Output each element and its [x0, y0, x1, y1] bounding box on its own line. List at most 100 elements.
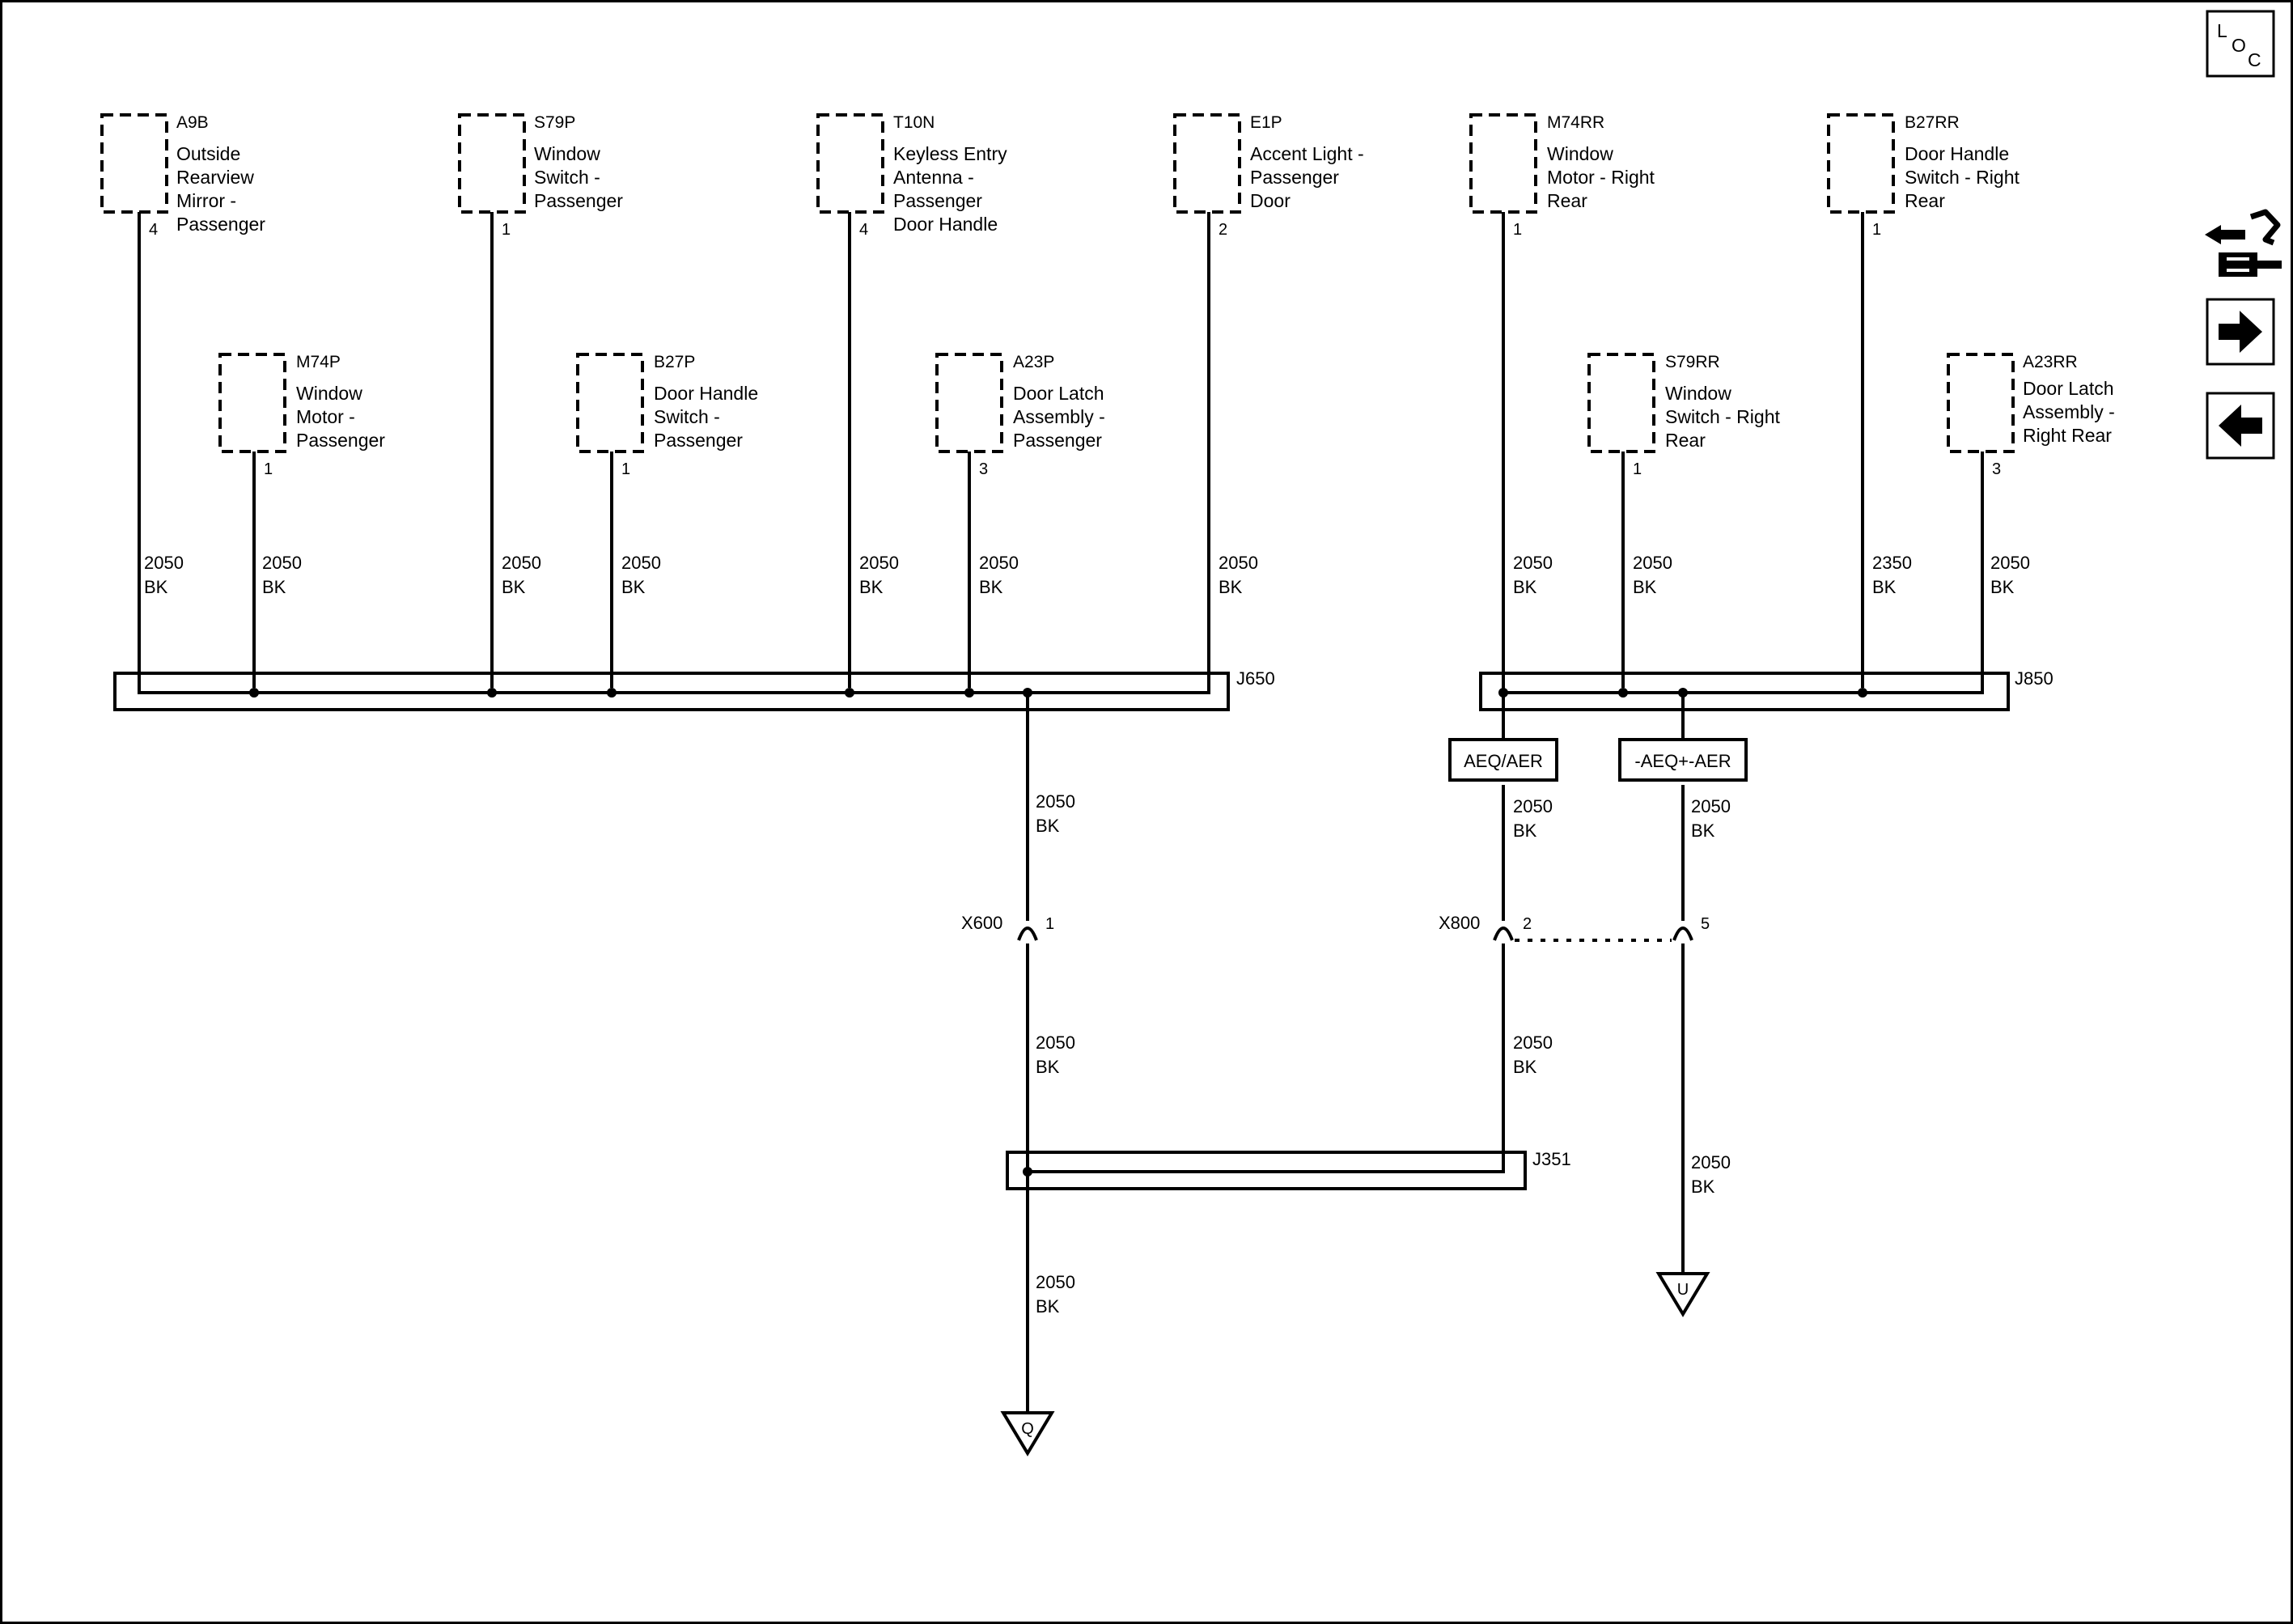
splice-dot: [1023, 688, 1032, 698]
wire-segments: [138, 212, 1984, 1424]
wire-color: BK: [502, 577, 526, 597]
splice-j650[interactable]: J650: [113, 668, 1275, 711]
wire-color: BK: [1219, 577, 1243, 597]
wiring-connector-icon[interactable]: [2205, 209, 2282, 277]
arrow-left-icon: [2219, 405, 2262, 447]
wire-circuit-number: 2050: [1513, 1032, 1553, 1053]
component-name-line: Switch -: [534, 167, 600, 188]
loc-button[interactable]: L O C: [2206, 10, 2275, 78]
wire-circuit-number: 2050: [1036, 1032, 1075, 1053]
wire-circuit-number: 2050: [859, 553, 899, 573]
component-id: B27P: [654, 353, 695, 371]
wire-circuit-number: 2050: [1036, 1272, 1075, 1292]
component-name-line: Window: [1547, 143, 1613, 164]
splice-dot: [1618, 688, 1628, 698]
splice-dot: [1498, 688, 1508, 698]
previous-page-button[interactable]: [2206, 392, 2275, 460]
component-name-line: Switch - Right: [1905, 167, 2020, 188]
wire-labels-layer: 2050BK2050BK2050BK2050BK2050BK2050BK2050…: [144, 553, 2030, 1317]
loc-letter-o: O: [2232, 35, 2246, 56]
component-id: B27RR: [1905, 113, 1960, 132]
splice-dot: [249, 688, 259, 698]
connector-pin: 2: [1523, 915, 1532, 933]
component-box: [816, 113, 884, 214]
component-name-line: Rear: [1547, 190, 1587, 211]
wire-color: BK: [1990, 577, 2015, 597]
pin-number: 2: [1219, 221, 1227, 239]
component-id: A9B: [176, 113, 209, 132]
component-name-line: Passenger: [654, 430, 743, 451]
component-id: A23P: [1013, 353, 1054, 371]
component-name-line: Assembly -: [1013, 406, 1105, 427]
pin-number: 4: [149, 221, 158, 239]
component-id: M74RR: [1547, 113, 1604, 132]
component-name-line: Passenger: [296, 430, 385, 451]
pin-number: 3: [1992, 460, 2001, 478]
pin-number: 1: [1633, 460, 1642, 478]
component-name-line: Rear: [1665, 430, 1706, 451]
component-name-line: Passenger: [893, 190, 982, 211]
component-name-line: Window: [534, 143, 600, 164]
connector-pin: 5: [1701, 915, 1710, 933]
wire-color: BK: [979, 577, 1003, 597]
connector-id: X600: [961, 913, 1002, 933]
component-name-line: Rearview: [176, 167, 254, 188]
component-name-line: Switch -: [654, 406, 720, 427]
wire-circuit-number: 2050: [1513, 553, 1553, 573]
inline-connector-x800-pin2[interactable]: X800 2: [1439, 913, 1532, 943]
component-id: S79RR: [1665, 353, 1720, 371]
loc-letter-l: L: [2217, 20, 2227, 41]
wire-color: BK: [262, 577, 286, 597]
connector-id: X800: [1439, 913, 1480, 933]
component-id: M74P: [296, 353, 341, 371]
splice-label: J351: [1532, 1149, 1571, 1169]
splice-j351[interactable]: J351: [1006, 1149, 1571, 1190]
component-id: T10N: [893, 113, 935, 132]
splice-dot: [1023, 1167, 1032, 1177]
wire-circuit-number: 2050: [1219, 553, 1258, 573]
component-box: [458, 113, 526, 214]
pin-number: 1: [264, 460, 273, 478]
component-name-line: Window: [1665, 383, 1731, 404]
component-box: [1947, 353, 2015, 453]
component-name-line: Right Rear: [2023, 425, 2112, 446]
wire-circuit-number: 2050: [1691, 1152, 1731, 1172]
component-name-line: Keyless Entry: [893, 143, 1007, 164]
splice-j850[interactable]: J850: [1479, 668, 2054, 711]
ground-u[interactable]: U: [1655, 1272, 1710, 1317]
component-name-line: Passenger: [534, 190, 623, 211]
wire-color: BK: [1633, 577, 1657, 597]
wire-circuit-number: 2050: [1990, 553, 2030, 573]
ground-q[interactable]: Q: [1000, 1411, 1055, 1457]
splice-dot: [1678, 688, 1688, 698]
next-page-button[interactable]: [2206, 298, 2275, 366]
wire-color: BK: [144, 577, 168, 597]
pin-number: 1: [502, 221, 511, 239]
inline-connector-x800-pin5[interactable]: 5: [1672, 915, 1710, 943]
component-name-line: Window: [296, 383, 362, 404]
component-name-line: Motor - Right: [1547, 167, 1655, 188]
